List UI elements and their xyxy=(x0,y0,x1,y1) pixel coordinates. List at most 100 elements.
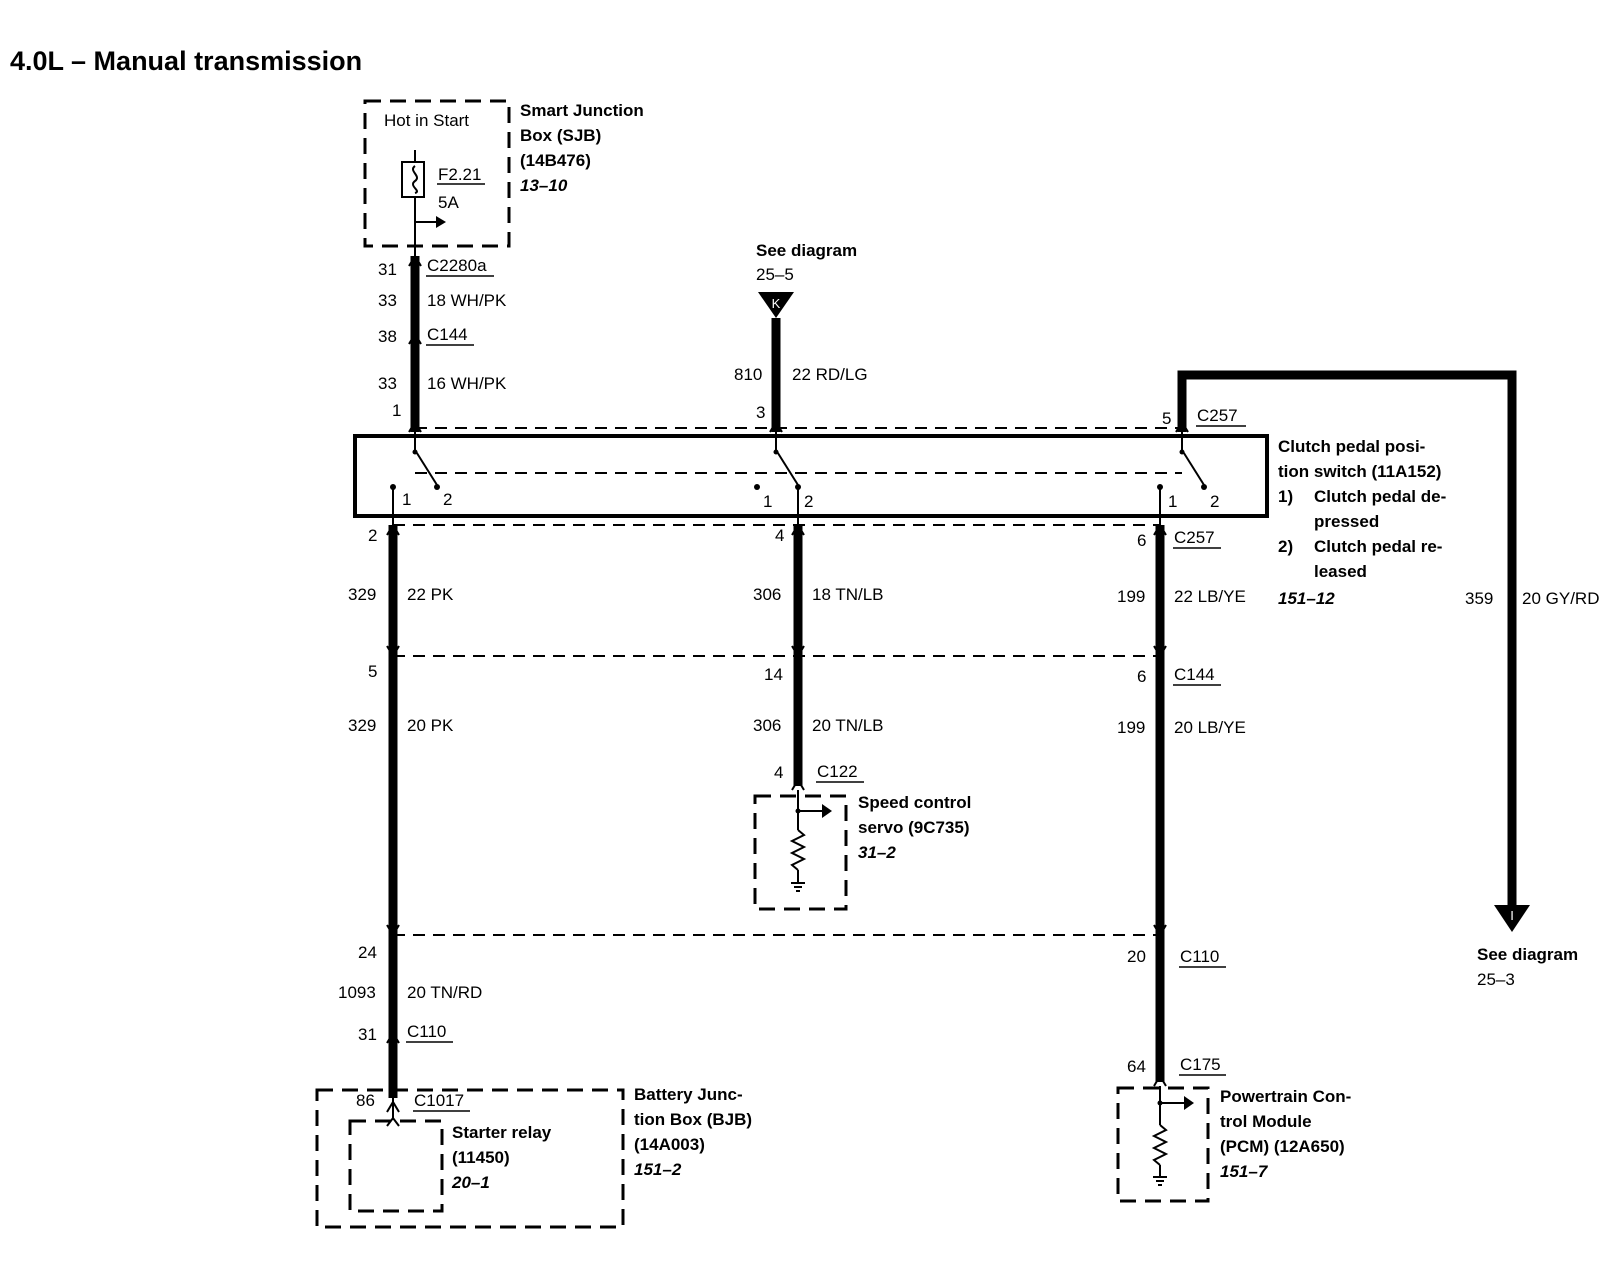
c122-label: C122 xyxy=(817,762,858,781)
pcm-resistor-icon xyxy=(1151,1086,1194,1176)
tn-rd-c110-pin-top: 24 xyxy=(358,943,377,962)
ground-icon xyxy=(791,882,805,892)
fuse-icon xyxy=(401,150,446,256)
c1017-pin: 86 xyxy=(356,1091,375,1110)
switch-b-pole-2: 2 xyxy=(804,492,813,511)
wire-gy-rd: 5 C257 359 20 GY/RD I See diagram 25–3 xyxy=(1162,370,1599,989)
wire-lb-ye: 6 C257 199 22 LB/YE 6 C144 199 20 LB/YE … xyxy=(1117,523,1246,1087)
c1017-label: C1017 xyxy=(414,1091,464,1110)
c257-label-top: C257 xyxy=(1197,406,1238,425)
off-page-connector-k-icon xyxy=(758,292,794,318)
starter-relay-ref: 20–1 xyxy=(451,1173,490,1192)
c2280a-pin: 31 xyxy=(378,260,397,279)
clutch-pedal-position-switch: 1 2 1 2 1 2 Clutch pedal posi- tion swit… xyxy=(353,427,1446,608)
wh-pk-gauge-2: 16 WH/PK xyxy=(427,374,507,393)
bjb-name-2: tion Box (BJB) xyxy=(634,1110,752,1129)
tn-lb-gauge-2: 20 TN/LB xyxy=(812,716,884,735)
tn-lb-circuit-1: 306 xyxy=(753,585,781,604)
smart-junction-box: Hot in Start F2.21 5A Smart Junction Box… xyxy=(363,99,644,256)
rd-lg-gauge: 22 RD/LG xyxy=(792,365,868,384)
c175-pin: 64 xyxy=(1127,1057,1146,1076)
diagram-title: 4.0L – Manual transmission xyxy=(10,46,362,76)
tn-rd-c110-label: C110 xyxy=(407,1022,446,1041)
switch-contact-a-icon xyxy=(390,432,440,525)
lb-ye-gauge-2: 20 LB/YE xyxy=(1174,718,1246,737)
gy-rd-circuit: 359 xyxy=(1465,589,1493,608)
servo-name-2: servo (9C735) xyxy=(858,818,970,837)
sjb-ref: 13–10 xyxy=(520,176,568,195)
c144-label-top: C144 xyxy=(427,325,468,344)
c122-pin: 4 xyxy=(774,763,783,782)
switch-contact-c-icon xyxy=(1157,432,1207,525)
switch-state-1-line1: Clutch pedal de- xyxy=(1314,487,1446,506)
switch-pin-3: 3 xyxy=(756,403,765,422)
pk-c144-pin: 5 xyxy=(368,662,377,681)
battery-junction-box: 86 C1017 Starter relay (11450) 20–1 Batt… xyxy=(315,1085,752,1229)
switch-pin-1: 1 xyxy=(392,401,401,420)
bjb-name-3: (14A003) xyxy=(634,1135,705,1154)
pk-gauge-1: 22 PK xyxy=(407,585,454,604)
wire-rd-lg: See diagram 25–5 K 810 22 RD/LG 3 xyxy=(734,241,868,433)
bjb-outline xyxy=(315,1088,625,1229)
wh-pk-circuit-1: 33 xyxy=(378,291,397,310)
starter-relay-outline xyxy=(348,1119,444,1213)
lb-ye-c257-label: C257 xyxy=(1174,528,1215,547)
tn-lb-c144-pin: 14 xyxy=(764,665,783,684)
switch-b-pole-1: 1 xyxy=(763,492,772,511)
lb-ye-gauge-1: 22 LB/YE xyxy=(1174,587,1246,606)
speed-control-servo: Speed control servo (9C735) 31–2 xyxy=(753,790,971,911)
connector-k-letter: K xyxy=(772,296,781,311)
sjb-name-3: (14B476) xyxy=(520,151,591,170)
switch-state-2-line1: Clutch pedal re- xyxy=(1314,537,1442,556)
switch-a-pole-2: 2 xyxy=(443,490,452,509)
servo-ref: 31–2 xyxy=(858,843,896,862)
switch-state-2-num: 2) xyxy=(1278,537,1293,556)
see-diagram-i-line2: 25–3 xyxy=(1477,970,1515,989)
starter-relay-terminal-icon xyxy=(386,1116,400,1127)
wire-wh-pk: 31 C2280a 33 18 WH/PK 38 C144 33 16 WH/P… xyxy=(378,254,507,433)
pcm-ground-icon xyxy=(1153,1176,1167,1186)
bjb-name-1: Battery Junc- xyxy=(634,1085,743,1104)
servo-outline xyxy=(753,794,848,911)
tn-lb-gauge-1: 18 TN/LB xyxy=(812,585,884,604)
tn-lb-c257-pin: 4 xyxy=(775,526,784,545)
bjb-ref: 151–2 xyxy=(634,1160,682,1179)
wire-pk: 2 329 22 PK 5 329 20 PK 24 1093 20 TN/RD… xyxy=(338,523,482,1120)
tn-rd-c110-pin: 31 xyxy=(358,1025,377,1044)
wh-pk-gauge-1: 18 WH/PK xyxy=(427,291,507,310)
see-diagram-k-line2: 25–5 xyxy=(756,265,794,284)
lb-ye-c144-label: C144 xyxy=(1174,665,1215,684)
switch-c-pole-2: 2 xyxy=(1210,492,1219,511)
lb-ye-c257-pin: 6 xyxy=(1137,531,1146,550)
see-diagram-k-line1: See diagram xyxy=(756,241,857,260)
switch-c-pole-1: 1 xyxy=(1168,492,1177,511)
switch-a-pole-1: 1 xyxy=(402,490,411,509)
pcm-ref: 151–7 xyxy=(1220,1162,1269,1181)
lb-ye-c110-label: C110 xyxy=(1180,947,1219,966)
c175-label: C175 xyxy=(1180,1055,1221,1074)
switch-body xyxy=(353,434,1269,518)
c144-pin-top: 38 xyxy=(378,327,397,346)
lb-ye-circuit-1: 199 xyxy=(1117,587,1145,606)
switch-ref: 151–12 xyxy=(1278,589,1335,608)
sjb-outline xyxy=(363,99,511,248)
off-page-connector-i-icon xyxy=(1494,905,1530,932)
gy-rd-gauge: 20 GY/RD xyxy=(1522,589,1599,608)
switch-state-1-line2: pressed xyxy=(1314,512,1379,531)
sjb-name-1: Smart Junction xyxy=(520,101,644,120)
c2280a-label: C2280a xyxy=(427,256,487,275)
starter-relay-name-2: (11450) xyxy=(452,1148,510,1167)
wh-pk-circuit-2: 33 xyxy=(378,374,397,393)
tn-rd-gauge: 20 TN/RD xyxy=(407,983,482,1002)
resistor-icon xyxy=(789,790,832,882)
fuse-id: F2.21 xyxy=(438,165,481,184)
c257-pin-5: 5 xyxy=(1162,409,1171,428)
pcm-name-1: Powertrain Con- xyxy=(1220,1087,1351,1106)
tn-rd-circuit: 1093 xyxy=(338,983,376,1002)
see-diagram-i-line1: See diagram xyxy=(1477,945,1578,964)
pk-circuit-2: 329 xyxy=(348,716,376,735)
fuse-rating: 5A xyxy=(438,193,459,212)
powertrain-control-module: Powertrain Con- trol Module (PCM) (12A65… xyxy=(1116,1086,1351,1203)
servo-name-1: Speed control xyxy=(858,793,971,812)
